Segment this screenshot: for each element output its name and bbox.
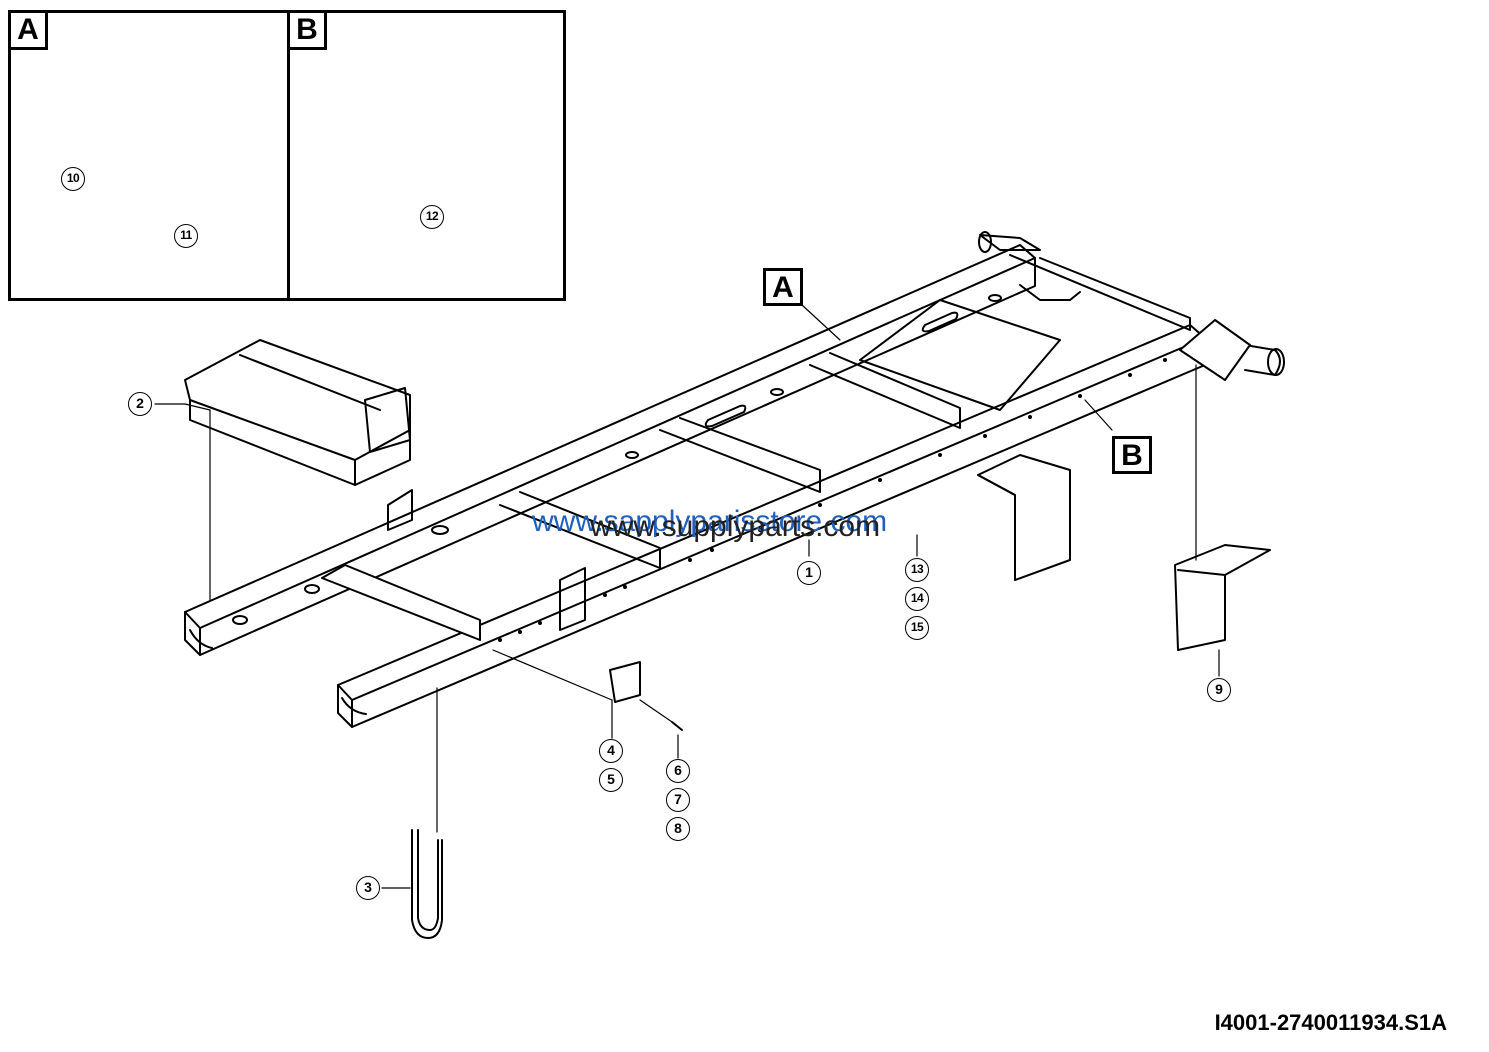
callout-7[interactable]: 7 [666, 788, 690, 812]
callout-6[interactable]: 6 [666, 759, 690, 783]
u-bolt [411, 829, 443, 939]
callout-10[interactable]: 10 [61, 167, 85, 191]
callout-2[interactable]: 2 [128, 392, 152, 416]
detail-view-a-label: A [8, 10, 48, 50]
callout-3[interactable]: 3 [356, 876, 380, 900]
leader-lines [154, 304, 1220, 889]
detail-view-a: A [8, 10, 290, 301]
callout-14[interactable]: 14 [905, 587, 929, 611]
callout-12[interactable]: 12 [420, 205, 444, 229]
drawing-code: I4001-2740011934.S1A [1214, 1010, 1447, 1035]
callout-5[interactable]: 5 [599, 768, 623, 792]
callout-11[interactable]: 11 [174, 224, 198, 248]
watermark-dark: www.supplyparts.com [590, 510, 881, 543]
detail-view-b-label: B [287, 10, 327, 50]
view-tag-b: B [1112, 436, 1152, 474]
rear-tube [978, 231, 1285, 381]
callout-8[interactable]: 8 [666, 817, 690, 841]
frame-left-rail [184, 244, 1036, 656]
plate-and-bolt [609, 661, 683, 731]
crossmembers [321, 254, 1191, 641]
callout-15[interactable]: 15 [905, 616, 929, 640]
view-tag-a: A [763, 268, 803, 306]
watermark-blue: www.sapplyparisstore.com [532, 505, 888, 538]
front-cradle [184, 339, 411, 486]
callout-1[interactable]: 1 [797, 561, 821, 585]
callout-4[interactable]: 4 [599, 739, 623, 763]
callout-13[interactable]: 13 [905, 558, 929, 582]
side-brackets [387, 454, 1271, 651]
callout-9[interactable]: 9 [1207, 678, 1231, 702]
detail-view-b: B [287, 10, 566, 301]
